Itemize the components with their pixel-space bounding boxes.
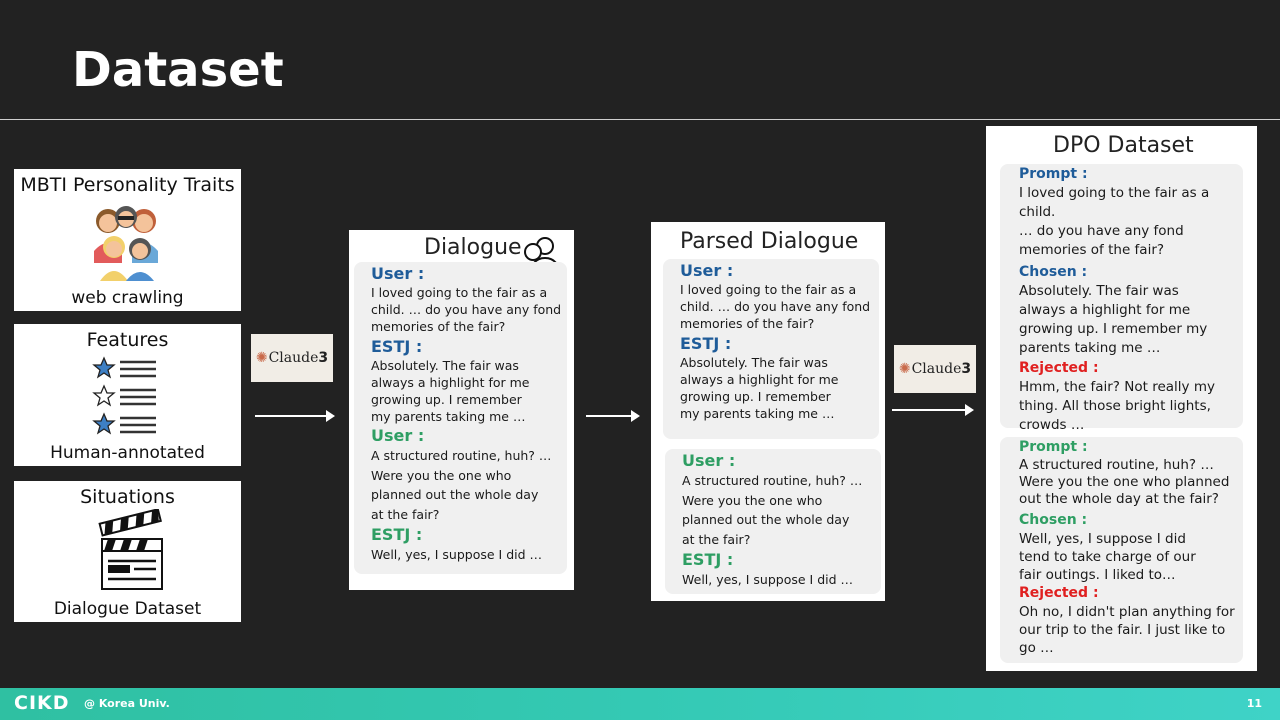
prompt-line: … do you have any fond xyxy=(1019,223,1184,239)
parsed-block-2: User : A structured routine, huh? … Were… xyxy=(665,449,881,594)
situations-title: Situations xyxy=(80,486,175,508)
utterance-line: I loved going to the fair as a xyxy=(371,285,548,300)
clapperboard-icon xyxy=(98,509,163,590)
speaker-label: User : xyxy=(680,261,734,280)
utterance-line: Absolutely. The fair was xyxy=(680,355,828,370)
utterance-line: growing up. I remember xyxy=(680,389,831,404)
parsed-block-1: User : I loved going to the fair as a ch… xyxy=(663,259,879,439)
claude-version: 3 xyxy=(961,361,972,377)
utterance-line: child. … do you have any fond xyxy=(371,302,562,317)
utterance-line: A structured routine, huh? … xyxy=(371,448,552,463)
lab-logo: CIKD xyxy=(14,692,70,714)
rejected-label: Rejected : xyxy=(1019,360,1099,376)
prompt-label: Prompt : xyxy=(1019,439,1088,455)
utterance-line: Were you the one who xyxy=(371,467,512,483)
claude-star-icon: ✺ xyxy=(898,361,911,377)
utterance-line: at the fair? xyxy=(682,531,751,547)
rejected-line: our trip to the fair. I just like to xyxy=(1019,622,1226,638)
prompt-line: I loved going to the fair as a child. xyxy=(1019,185,1210,220)
chosen-label: Chosen : xyxy=(1019,512,1088,528)
chosen-line: Absolutely. The fair was xyxy=(1019,283,1179,299)
page-number: 11 xyxy=(1246,697,1262,710)
prompt-label: Prompt : xyxy=(1019,166,1088,182)
utterance-line: my parents taking me … xyxy=(680,406,835,421)
utterance-line: Absolutely. The fair was xyxy=(371,358,519,373)
utterance-line: I loved going to the fair as a xyxy=(680,282,857,297)
claude-star-icon: ✺ xyxy=(255,350,268,366)
dialogue-title: Dialogue xyxy=(424,235,522,260)
chosen-line: parents taking me … xyxy=(1019,340,1161,356)
situations-caption: Dialogue Dataset xyxy=(53,599,202,619)
claude-name: Claude xyxy=(268,350,319,366)
utterance-line: memories of the fair? xyxy=(680,316,815,331)
features-source-box: Features Human-annotated xyxy=(14,324,241,466)
footer-bar: CIKD @ Korea Univ. 11 xyxy=(0,688,1280,720)
prompt-line: Were you the one who planned xyxy=(1019,474,1230,490)
arrow-3 xyxy=(892,404,974,416)
rejected-line: crowds … xyxy=(1019,417,1085,433)
utterance-line: A structured routine, huh? … xyxy=(682,473,863,488)
rejected-line: Hmm, the fair? Not really my xyxy=(1019,379,1215,395)
situations-source-box: Situations Dialogue Dataset xyxy=(14,481,241,622)
chosen-line: growing up. I remember my xyxy=(1019,321,1208,337)
speaker-label: User : xyxy=(682,451,736,470)
prompt-line: A structured routine, huh? … xyxy=(1019,457,1214,473)
star-checklist-icon xyxy=(92,356,156,435)
speaker-label: User : xyxy=(371,426,425,445)
parsed-dialogue-panel: Parsed Dialogue User : I loved going to … xyxy=(651,222,885,601)
utterance-line: child. … do you have any fond xyxy=(680,299,871,314)
rejected-label: Rejected : xyxy=(1019,585,1099,601)
utterance-line: Were you the one who xyxy=(682,492,823,508)
utterance-line: growing up. I remember xyxy=(371,392,522,407)
dialogue-panel: Dialogue User : I loved going to the fai… xyxy=(349,230,574,590)
speaker-label: ESTJ : xyxy=(682,550,734,569)
dpo-dataset-panel: DPO Dataset Prompt : I loved going to th… xyxy=(986,126,1257,671)
arrow-2 xyxy=(586,410,640,422)
features-caption: Human-annotated xyxy=(50,443,205,463)
mbti-caption: web crawling xyxy=(71,288,184,308)
rejected-line: thing. All those bright lights, xyxy=(1019,398,1211,414)
utterance-line: planned out the whole day xyxy=(682,512,850,527)
claude-version: 3 xyxy=(318,350,329,366)
utterance-line: planned out the whole day xyxy=(371,487,539,502)
slide-title: Dataset xyxy=(72,42,284,98)
prompt-line: memories of the fair? xyxy=(1019,242,1165,258)
utterance-line: always a highlight for me xyxy=(371,375,530,390)
utterance-line: memories of the fair? xyxy=(371,319,506,334)
speaker-label: ESTJ : xyxy=(371,337,423,356)
chosen-label: Chosen : xyxy=(1019,264,1088,280)
chosen-line: tend to take charge of our xyxy=(1019,549,1196,565)
chosen-line: fair outings. I liked to… xyxy=(1019,567,1176,583)
claude-name: Claude xyxy=(911,361,962,377)
title-divider xyxy=(0,119,1280,120)
prompt-line: out the whole day at the fair? xyxy=(1019,491,1219,507)
chosen-line: Well, yes, I suppose I did xyxy=(1019,531,1186,547)
dpo-sample-2: Prompt : A structured routine, huh? … We… xyxy=(1000,437,1243,663)
speaker-label: ESTJ : xyxy=(371,525,423,544)
utterance-line: my parents taking me … xyxy=(371,409,526,424)
dpo-sample-1: Prompt : I loved going to the fair as a … xyxy=(1000,164,1243,433)
arrow-1 xyxy=(255,410,335,422)
speaker-label: ESTJ : xyxy=(680,334,732,353)
mbti-source-box: MBTI Personality Traits web crawling xyxy=(14,169,241,311)
rejected-line: go … xyxy=(1019,640,1054,656)
dpo-dataset-title: DPO Dataset xyxy=(1053,133,1194,158)
features-title: Features xyxy=(86,329,169,351)
rejected-line: Oh no, I didn't plan anything for xyxy=(1019,604,1235,620)
utterance-line: always a highlight for me xyxy=(680,372,839,387)
people-group-icon xyxy=(94,206,158,281)
utterance-line: at the fair? xyxy=(371,506,440,522)
speaker-label: User : xyxy=(371,264,425,283)
footer-org: @ Korea Univ. xyxy=(84,697,170,710)
parsed-dialogue-title: Parsed Dialogue xyxy=(680,229,859,254)
chosen-line: always a highlight for me xyxy=(1019,302,1191,318)
utterance-line: Well, yes, I suppose I did … xyxy=(371,547,543,562)
utterance-line: Well, yes, I suppose I did … xyxy=(682,572,854,587)
mbti-title: MBTI Personality Traits xyxy=(20,174,235,196)
dialogue-bubble: User : I loved going to the fair as a ch… xyxy=(354,262,567,574)
